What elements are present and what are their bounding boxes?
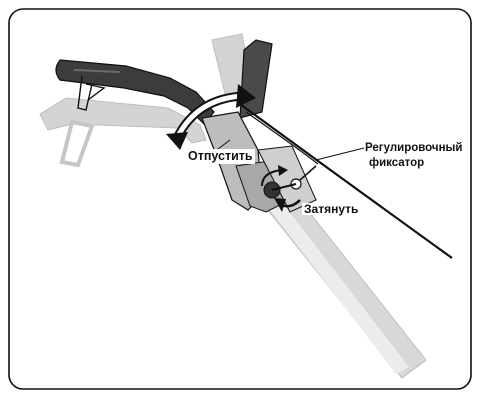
label-tighten: Затянуть xyxy=(302,203,360,215)
label-adjust-lock-line1: Регулировочный xyxy=(365,143,462,155)
label-adjust-lock-line2: фиксатор xyxy=(369,158,424,170)
label-release: Отпустить xyxy=(186,149,255,164)
